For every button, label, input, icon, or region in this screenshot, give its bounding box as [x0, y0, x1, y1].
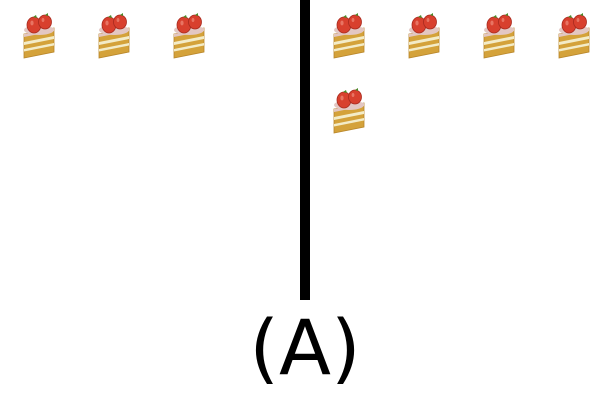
- strawberry-cake-slice-icon: [95, 12, 135, 62]
- strawberry-cake-slice-icon: [555, 12, 595, 62]
- right-cake-group: [310, 0, 610, 300]
- strawberry-cake-slice-icon: [480, 12, 520, 62]
- strawberry-cake-slice-icon: [330, 12, 370, 62]
- strawberry-cake-slice-icon: [405, 12, 445, 62]
- left-cake-group: [0, 0, 300, 300]
- divider-line: [300, 0, 310, 300]
- strawberry-cake-slice-icon: [330, 87, 370, 137]
- strawberry-cake-slice-icon: [170, 12, 210, 62]
- strawberry-cake-slice-icon: [20, 12, 60, 62]
- option-label: (A): [249, 303, 361, 392]
